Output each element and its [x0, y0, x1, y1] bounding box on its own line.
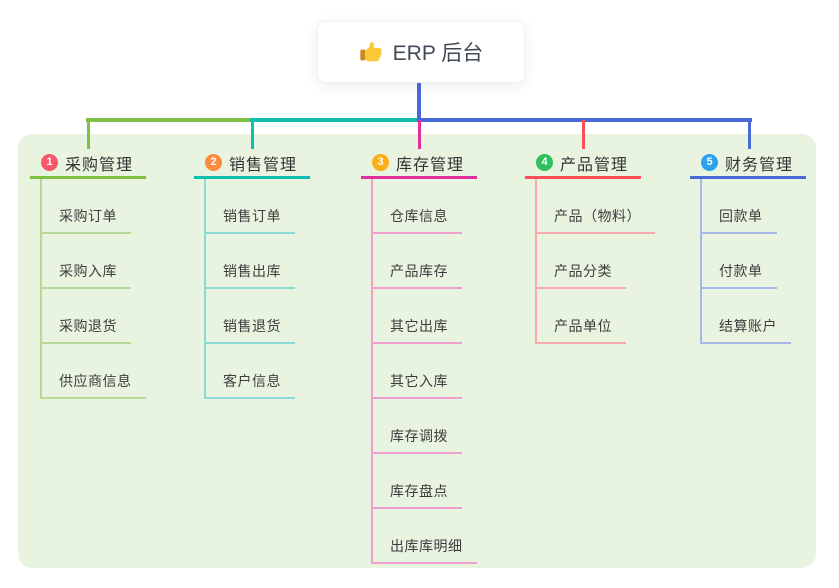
child-node[interactable]: 产品单位 — [537, 289, 626, 344]
branch-node-sales: 2 销售管理 销售订单 销售出库 销售退货 客户信息 — [194, 149, 310, 399]
child-node[interactable]: 销售订单 — [206, 179, 295, 234]
branch-node-finance: 5 财务管理 回款单 付款单 结算账户 — [690, 149, 806, 344]
child-node[interactable]: 其它入库 — [373, 344, 462, 399]
branch-label: 财务管理 — [725, 156, 794, 174]
child-node[interactable]: 产品库存 — [373, 234, 462, 289]
child-node[interactable]: 采购退货 — [42, 289, 131, 344]
connector-drop-branch-5 — [748, 120, 751, 149]
branch-number-badge: 4 — [536, 154, 553, 171]
root-connector-line — [417, 80, 421, 121]
child-node[interactable]: 销售退货 — [206, 289, 295, 344]
child-node[interactable]: 付款单 — [702, 234, 777, 289]
branch-children-list: 销售订单 销售出库 销售退货 客户信息 — [204, 179, 295, 399]
child-node[interactable]: 库存盘点 — [373, 454, 462, 509]
child-node[interactable]: 客户信息 — [206, 344, 295, 399]
branch-label: 库存管理 — [396, 156, 465, 174]
branch-header-inventory[interactable]: 3 库存管理 — [361, 149, 477, 179]
child-node[interactable]: 供应商信息 — [42, 344, 146, 399]
child-node[interactable]: 出库库明细 — [373, 509, 477, 564]
branch-children-list: 回款单 付款单 结算账户 — [700, 179, 791, 344]
child-node[interactable]: 回款单 — [702, 179, 777, 234]
branch-children-list: 仓库信息 产品库存 其它出库 其它入库 库存调拨 库存盘点 出库库明细 — [371, 179, 477, 564]
connector-horizontal-branch-2 — [250, 118, 421, 122]
child-node[interactable]: 库存调拨 — [373, 399, 462, 454]
child-node[interactable]: 其它出库 — [373, 289, 462, 344]
branch-node-inventory: 3 库存管理 仓库信息 产品库存 其它出库 其它入库 库存调拨 库存盘点 出库库… — [361, 149, 477, 564]
branch-header-finance[interactable]: 5 财务管理 — [690, 149, 806, 179]
child-node[interactable]: 仓库信息 — [373, 179, 462, 234]
branch-node-product: 4 产品管理 产品（物料） 产品分类 产品单位 — [525, 149, 655, 344]
root-node-title: ERP 后台 — [392, 42, 484, 65]
branch-number-badge: 3 — [372, 154, 389, 171]
mindmap-root-node[interactable]: ERP 后台 — [317, 21, 525, 83]
child-node[interactable]: 结算账户 — [702, 289, 791, 344]
branch-label: 采购管理 — [65, 156, 134, 174]
child-node[interactable]: 采购订单 — [42, 179, 131, 234]
connector-drop-branch-2 — [251, 120, 254, 149]
branch-label: 产品管理 — [560, 156, 629, 174]
branch-header-sales[interactable]: 2 销售管理 — [194, 149, 310, 179]
child-node[interactable]: 产品分类 — [537, 234, 626, 289]
connector-drop-branch-4 — [582, 120, 585, 149]
thumbs-up-icon — [359, 40, 383, 64]
branch-number-badge: 2 — [205, 154, 222, 171]
branch-header-product[interactable]: 4 产品管理 — [525, 149, 641, 179]
branch-number-badge: 1 — [41, 154, 58, 171]
connector-drop-branch-1 — [87, 120, 90, 149]
branches-group-panel — [18, 134, 816, 568]
branch-node-purchase: 1 采购管理 采购订单 采购入库 采购退货 供应商信息 — [30, 149, 146, 399]
branch-children-list: 采购订单 采购入库 采购退货 供应商信息 — [40, 179, 146, 399]
child-node[interactable]: 产品（物料） — [537, 179, 655, 234]
connector-drop-branch-3 — [418, 120, 421, 149]
child-node[interactable]: 销售出库 — [206, 234, 295, 289]
branch-header-purchase[interactable]: 1 采购管理 — [30, 149, 146, 179]
connector-horizontal-branch-1 — [86, 118, 254, 122]
branch-label: 销售管理 — [229, 156, 298, 174]
child-node[interactable]: 采购入库 — [42, 234, 131, 289]
branch-children-list: 产品（物料） 产品分类 产品单位 — [535, 179, 655, 344]
branch-number-badge: 5 — [701, 154, 718, 171]
